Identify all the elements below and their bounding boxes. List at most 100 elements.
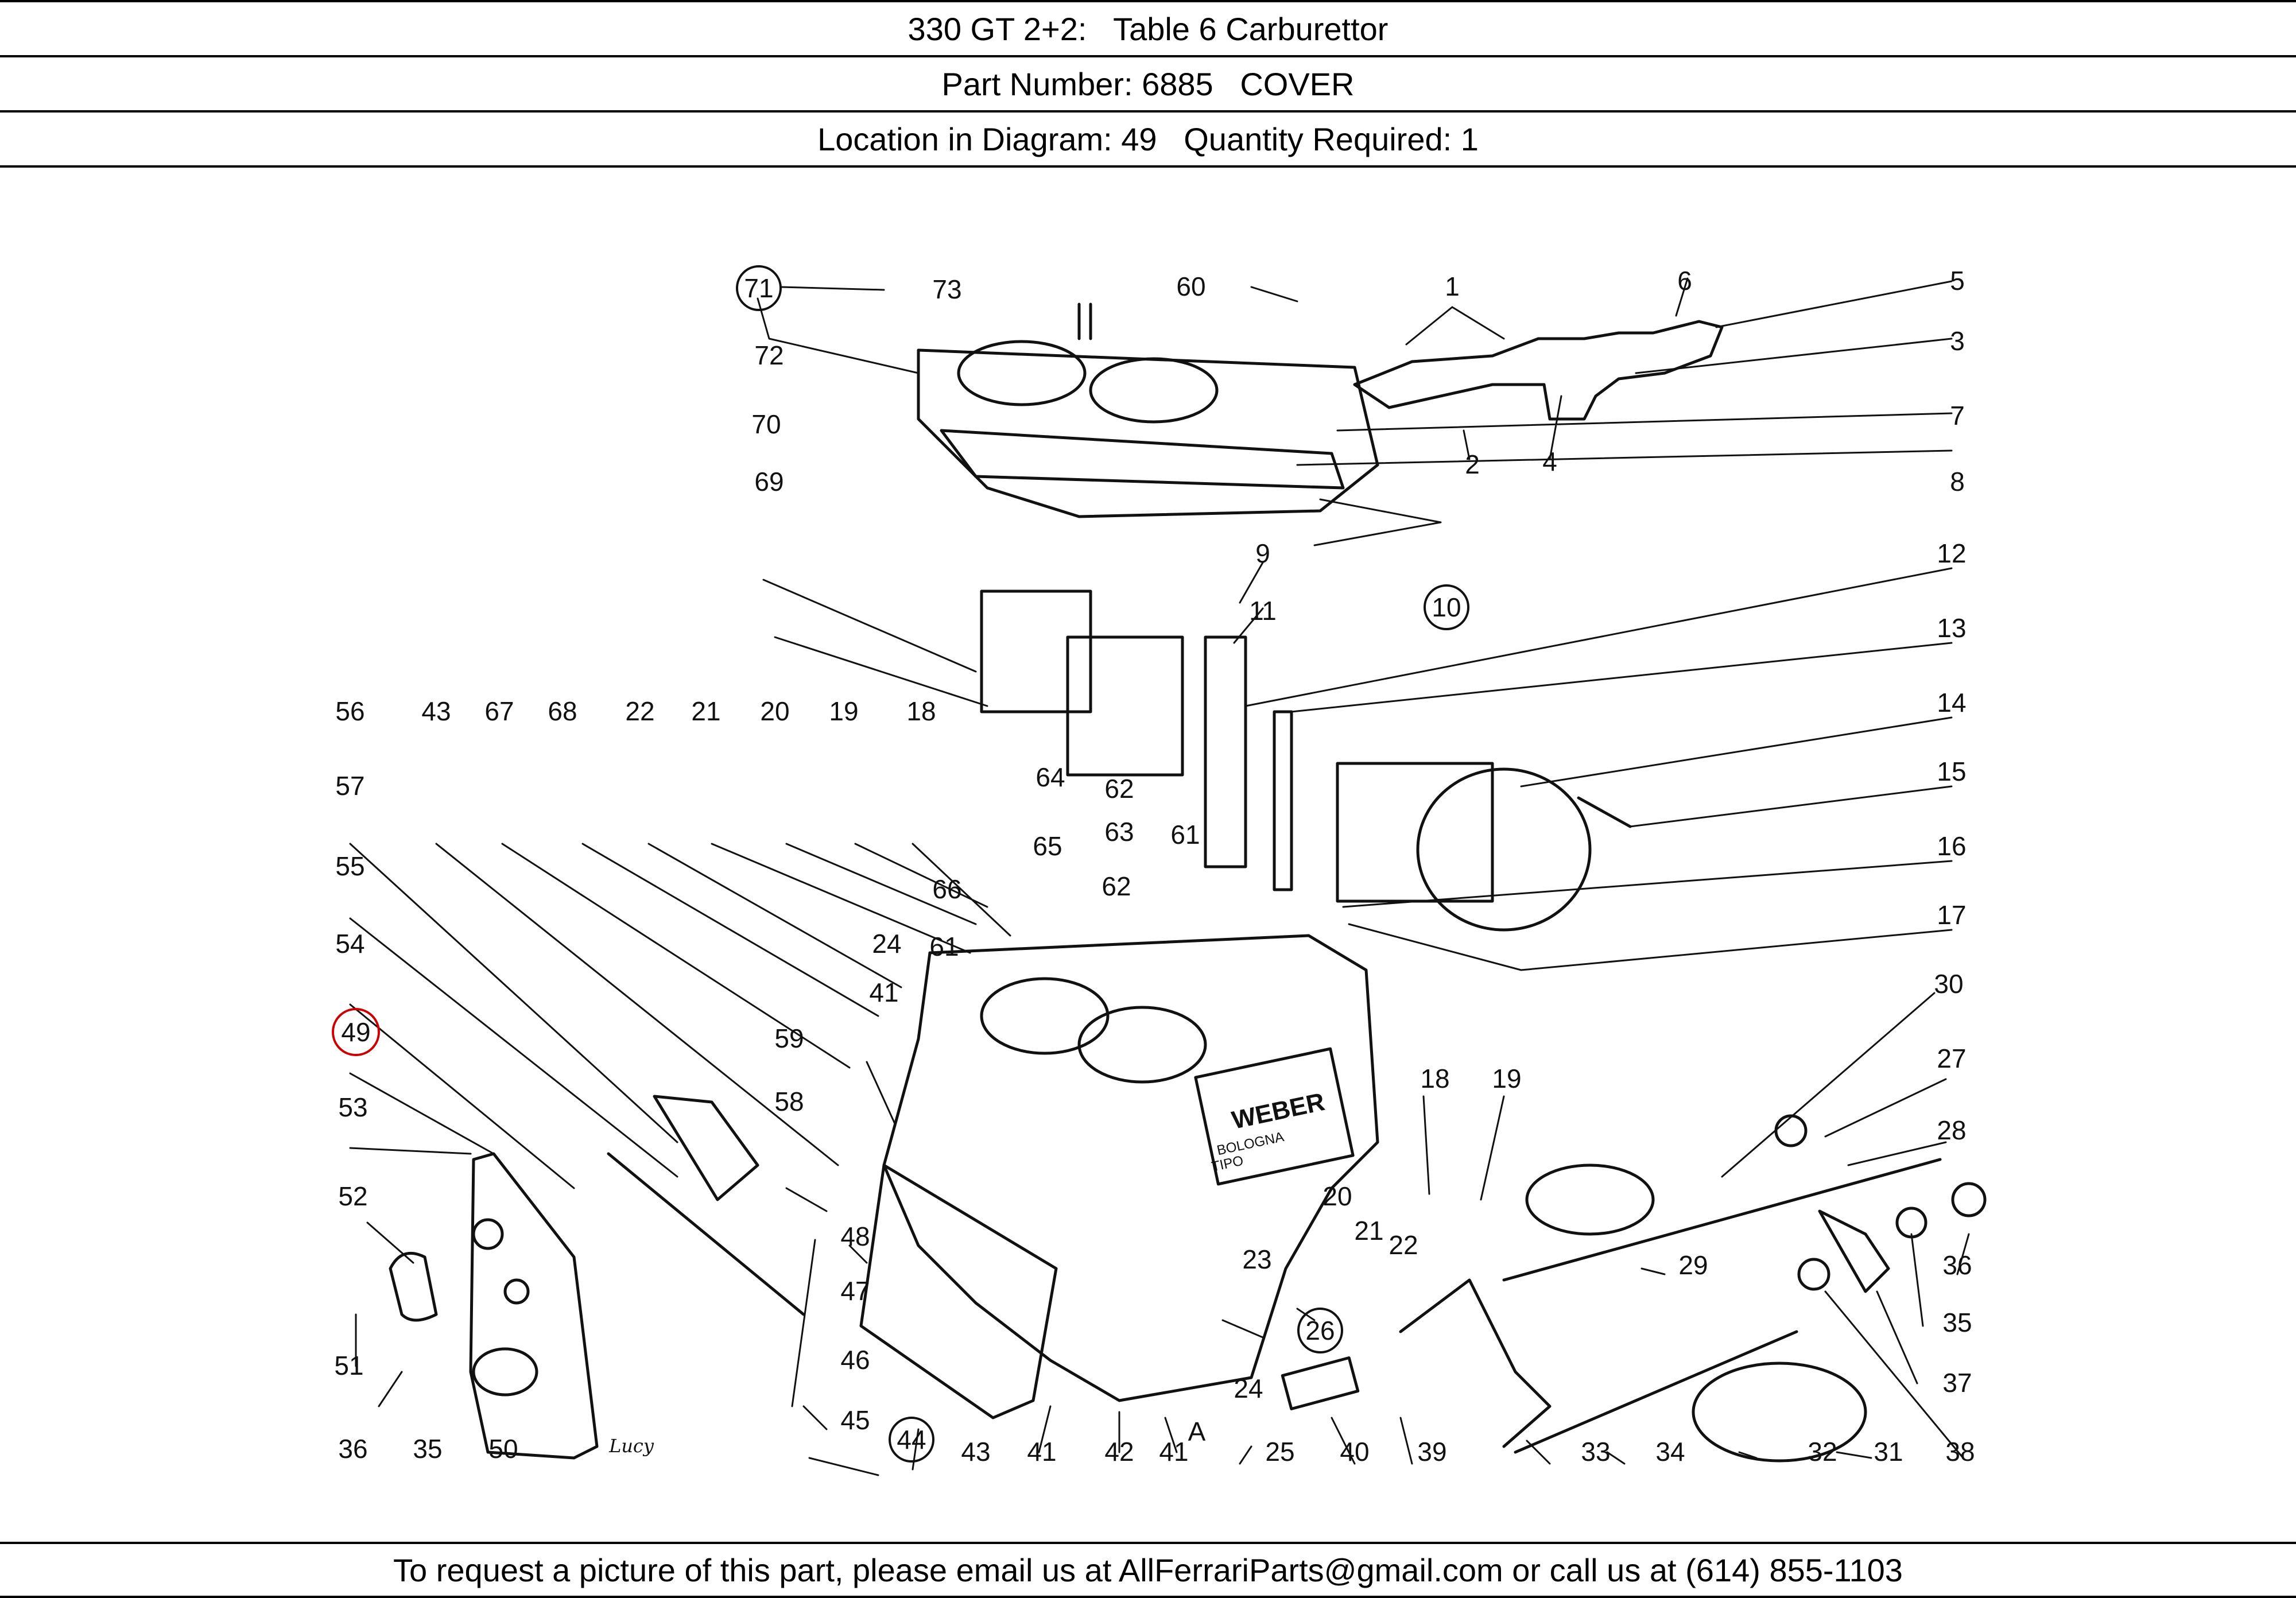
page-title: 330 GT 2+2: Table 6 Carburettor (907, 10, 1389, 47)
callout-A: A (1188, 1417, 1206, 1446)
leader-lines (349, 277, 1970, 1476)
inlet-fitting (1353, 320, 1724, 421)
callout-61-top: 61 (1170, 820, 1200, 850)
callout-21-mid: 21 (1354, 1216, 1383, 1246)
callout-28: 28 (1937, 1115, 1966, 1145)
callout-2: 2 (1465, 449, 1480, 479)
washer-35-right (1895, 1207, 1927, 1239)
divider-2 (0, 110, 2296, 113)
flange-drawing (859, 1163, 1058, 1419)
bush-27 (1774, 1114, 1808, 1147)
callout-53: 53 (338, 1092, 367, 1122)
callout-63: 63 (1104, 817, 1134, 847)
callout-21-top: 21 (691, 696, 720, 726)
callout-3: 3 (1950, 326, 1965, 356)
callout-65: 65 (1033, 831, 1062, 861)
callout-55: 55 (335, 851, 364, 881)
callout-33: 33 (1581, 1437, 1610, 1467)
callout-12: 12 (1937, 538, 1966, 568)
cover-stud (1077, 302, 1092, 340)
callout-62-top: 62 (1104, 774, 1134, 804)
footer-divider (0, 1542, 2296, 1544)
callout-27: 27 (1937, 1044, 1966, 1073)
callout-10-ring (1424, 584, 1469, 630)
callout-32: 32 (1808, 1437, 1837, 1467)
callout-71: 71 (744, 273, 773, 303)
callout-15: 15 (1937, 757, 1966, 786)
float-chamber-left (980, 589, 1092, 713)
location-row: Location in Diagram: 49 Quantity Require… (0, 113, 2296, 165)
callout-10: 10 (1432, 592, 1461, 622)
float-chamber-right (1066, 635, 1184, 777)
pin-15 (1577, 796, 1632, 828)
callout-18-top: 18 (906, 696, 936, 726)
cover-venturi-right (1089, 357, 1219, 424)
callout-70: 70 (751, 409, 781, 439)
callout-43-top: 43 (421, 696, 451, 726)
callout-60: 60 (1176, 271, 1205, 301)
callout-64: 64 (1035, 762, 1065, 792)
callout-20-mid: 20 (1322, 1181, 1352, 1211)
frame-bottom (0, 1596, 2296, 1598)
callout-25: 25 (1265, 1437, 1294, 1467)
callout-49: 49 (341, 1017, 370, 1047)
callout-24-top: 24 (872, 929, 901, 959)
spring-column (1204, 635, 1247, 868)
frame-top (0, 0, 2296, 2)
callout-68: 68 (548, 696, 577, 726)
callout-69: 69 (754, 467, 784, 497)
cover-venturi-left (957, 340, 1087, 406)
diagram-lines (349, 277, 1987, 1476)
shaft-34 (1514, 1330, 1798, 1454)
callout-30: 30 (1934, 969, 1963, 999)
emulsion-tube (1273, 710, 1293, 891)
callout-38: 38 (1945, 1437, 1975, 1467)
callout-18-mid: 18 (1420, 1064, 1449, 1093)
callout-35-left: 35 (413, 1434, 442, 1464)
weber-label: WEBER (1230, 1088, 1327, 1135)
callout-56: 56 (335, 696, 364, 726)
bologna-label: BOLOGNA (1216, 1129, 1286, 1158)
callout-1: 1 (1445, 271, 1460, 301)
callout-19-mid: 19 (1492, 1064, 1521, 1093)
callout-41-top: 41 (869, 978, 898, 1007)
callout-5: 5 (1950, 266, 1965, 296)
clamp-51 (389, 1251, 438, 1322)
callout-11: 11 (1249, 596, 1277, 626)
divider-1 (0, 55, 2296, 57)
callout-7: 7 (1950, 401, 1965, 430)
callout-26: 26 (1305, 1316, 1335, 1345)
callout-39: 39 (1417, 1437, 1446, 1467)
callout-26-ring (1297, 1308, 1343, 1353)
callout-20-top: 20 (760, 696, 789, 726)
nut-36-right (1951, 1182, 1987, 1217)
callout-62-mid: 62 (1102, 871, 1131, 901)
callout-17: 17 (1937, 900, 1966, 930)
cover-lever-50 (472, 1347, 538, 1397)
callout-45: 45 (840, 1405, 870, 1435)
callout-50: 50 (488, 1434, 518, 1464)
air-horn-1 (1336, 762, 1494, 903)
callout-43-bottom: 43 (961, 1437, 990, 1467)
tipo-label: TIPO (1210, 1153, 1244, 1175)
callout-36-right: 36 (1942, 1250, 1972, 1280)
callout-29: 29 (1678, 1250, 1708, 1280)
callout-71-ring (736, 265, 782, 311)
main-body-drawing (882, 934, 1379, 1402)
bush-40 (1281, 1356, 1360, 1411)
callout-72: 72 (754, 340, 784, 370)
title-row: 330 GT 2+2: Table 6 Carburettor (0, 2, 2296, 55)
body-barrel-right (1077, 1006, 1207, 1084)
callout-73: 73 (932, 274, 961, 304)
callout-41-bottom-1: 41 (1027, 1437, 1056, 1467)
callout-49-ring (332, 1008, 380, 1056)
callout-54: 54 (335, 929, 364, 959)
callout-42: 42 (1104, 1437, 1134, 1467)
callout-34: 34 (1655, 1437, 1685, 1467)
location-text: Location in Diagram: 49 Quantity Require… (817, 121, 1479, 157)
callout-52: 52 (338, 1181, 367, 1211)
cover-hole-1 (472, 1218, 504, 1250)
callout-37: 37 (1942, 1368, 1972, 1398)
callout-67: 67 (484, 696, 514, 726)
weber-plate (1194, 1047, 1355, 1186)
